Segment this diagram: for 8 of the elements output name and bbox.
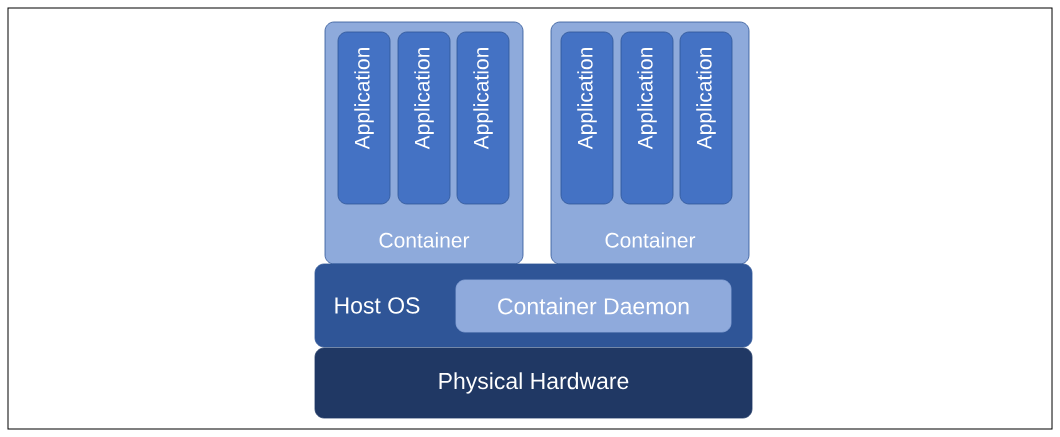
application-box: Application xyxy=(620,31,674,205)
application-box: Application xyxy=(397,31,451,205)
application-box: Application xyxy=(456,31,510,205)
hardware-layer: Physical Hardware xyxy=(314,347,753,419)
daemon-box: Container Daemon xyxy=(455,279,732,333)
application-box: Application xyxy=(337,31,391,205)
application-box: Application xyxy=(560,31,614,205)
application-box: Application xyxy=(679,31,733,205)
